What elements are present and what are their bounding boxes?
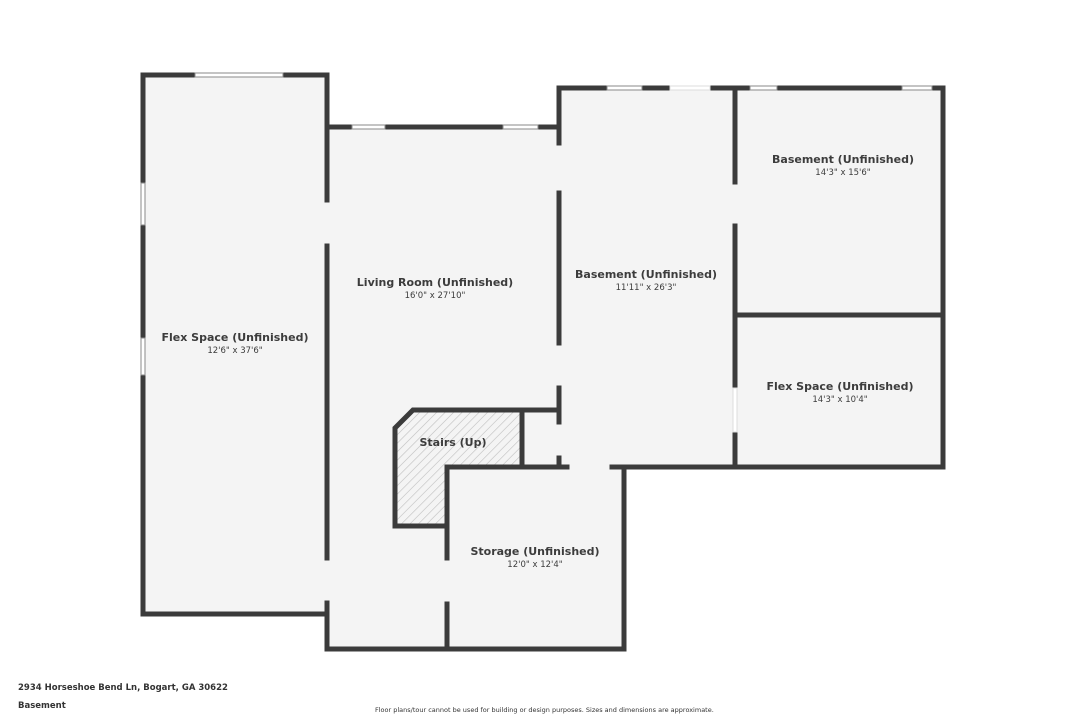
room-flex-space-right: Flex Space (Unfinished) 14'3" x 10'4" [767, 380, 914, 405]
walls [140, 72, 946, 652]
floor-area [143, 75, 943, 649]
room-dimensions: 12'0" x 12'4" [507, 560, 563, 570]
address: 2934 Horseshoe Bend Ln, Bogart, GA 30622 [18, 683, 228, 693]
room-dimensions: 14'3" x 15'6" [815, 168, 871, 178]
room-flex-space-left: Flex Space (Unfinished) 12'6" x 37'6" [162, 331, 309, 356]
room-name: Basement (Unfinished) [772, 153, 914, 166]
room-storage: Storage (Unfinished) 12'0" x 12'4" [470, 545, 599, 570]
room-dimensions: 16'0" x 27'10" [404, 291, 466, 301]
room-basement-center: Basement (Unfinished) 11'11" x 26'3" [575, 268, 717, 293]
room-name: Living Room (Unfinished) [356, 276, 514, 289]
room-name: Flex Space (Unfinished) [161, 331, 309, 344]
stairs-hatch [395, 410, 522, 526]
room-name: Flex Space (Unfinished) [766, 380, 914, 393]
windows [140, 72, 933, 433]
floor-level: Basement [18, 701, 66, 711]
room-basement-right: Basement (Unfinished) 14'3" x 15'6" [772, 153, 914, 178]
room-dimensions: 14'3" x 10'4" [812, 395, 868, 405]
room-name: Storage (Unfinished) [470, 545, 600, 558]
room-name: Stairs (Up) [419, 436, 487, 449]
room-stairs: Stairs (Up) [419, 436, 486, 449]
room-dimensions: 12'6" x 37'6" [207, 346, 263, 356]
room-living-room: Living Room (Unfinished) 16'0" x 27'10" [357, 276, 513, 301]
disclaimer: Floor plans/tour cannot be used for buil… [375, 706, 714, 714]
room-dimensions: 11'11" x 26'3" [615, 283, 677, 293]
room-name: Basement (Unfinished) [575, 268, 717, 281]
